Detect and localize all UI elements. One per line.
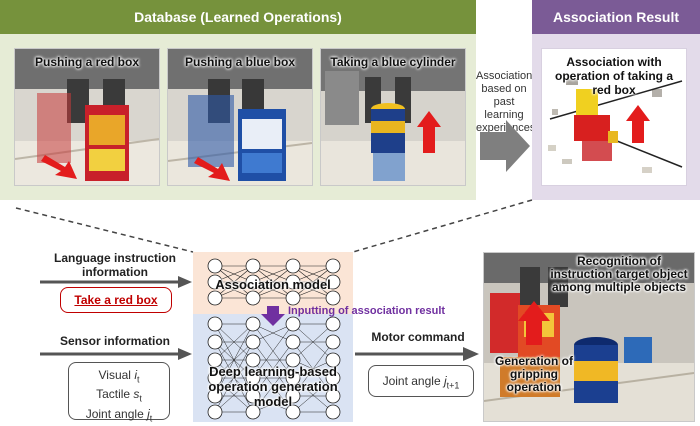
association-arrow-icon: [480, 120, 530, 172]
sensor-visual: Visual it: [98, 368, 140, 385]
photo-taking-blue-cylinder: Taking a blue cylinder: [320, 48, 466, 186]
photo-blue-box-image: [168, 49, 312, 185]
photo-pushing-red-box: Pushing a red box: [14, 48, 160, 186]
result-photo-image: [484, 253, 694, 421]
language-arrow-icon: [40, 276, 192, 288]
photo-label: Pushing a blue box: [184, 55, 295, 69]
language-instruction-title: Language instruction information: [53, 251, 176, 279]
sensor-inputs-list: Visual it Tactile st Joint angle jt: [69, 363, 169, 426]
motor-command-value: Joint angle jt+1: [382, 374, 460, 391]
database-header: Database (Learned Operations): [0, 0, 476, 34]
sensor-joint-angle: Joint angle jt: [85, 406, 153, 424]
association-model-label: Association model: [215, 277, 331, 292]
result-photo: Recognition of instruction target object…: [483, 252, 695, 422]
sensor-tactile: Tactile st: [96, 387, 142, 404]
sensor-information-title: Sensor information: [59, 334, 170, 348]
language-instruction-value: Take a red box: [74, 293, 158, 307]
photo-blue-cylinder-image: [321, 49, 465, 185]
sensor-inputs-box: Visual it Tactile st Joint angle jt: [68, 362, 170, 423]
photo-label: Taking a blue cylinder: [330, 55, 456, 69]
sensor-arrow-icon: [40, 348, 192, 360]
motor-command-box: Joint angle jt+1: [368, 365, 474, 397]
association-text: Association based on past learning exper…: [476, 70, 536, 134]
association-result-header: Association Result: [532, 0, 700, 34]
association-result-image: [542, 49, 686, 185]
motor-arrow-icon: [355, 347, 479, 361]
neural-network-diagram: [207, 258, 341, 420]
inputting-association-note: Inputting of association result: [288, 305, 446, 317]
association-result-label: Association with operation of taking a r…: [554, 55, 673, 97]
generation-model-label: Deep learning-based operation generation…: [208, 364, 338, 409]
photo-pushing-blue-box: Pushing a blue box: [167, 48, 313, 186]
recognition-label: Recognition of instruction target object…: [550, 254, 688, 294]
photo-red-box-image: [15, 49, 159, 185]
association-result-photo: Association with operation of taking a r…: [541, 48, 687, 186]
gripping-generation-label: Generation of gripping operation: [494, 354, 573, 394]
language-instruction-box: Take a red box: [60, 287, 172, 313]
motor-command-title: Motor command: [371, 330, 465, 344]
photo-label: Pushing a red box: [34, 55, 139, 69]
